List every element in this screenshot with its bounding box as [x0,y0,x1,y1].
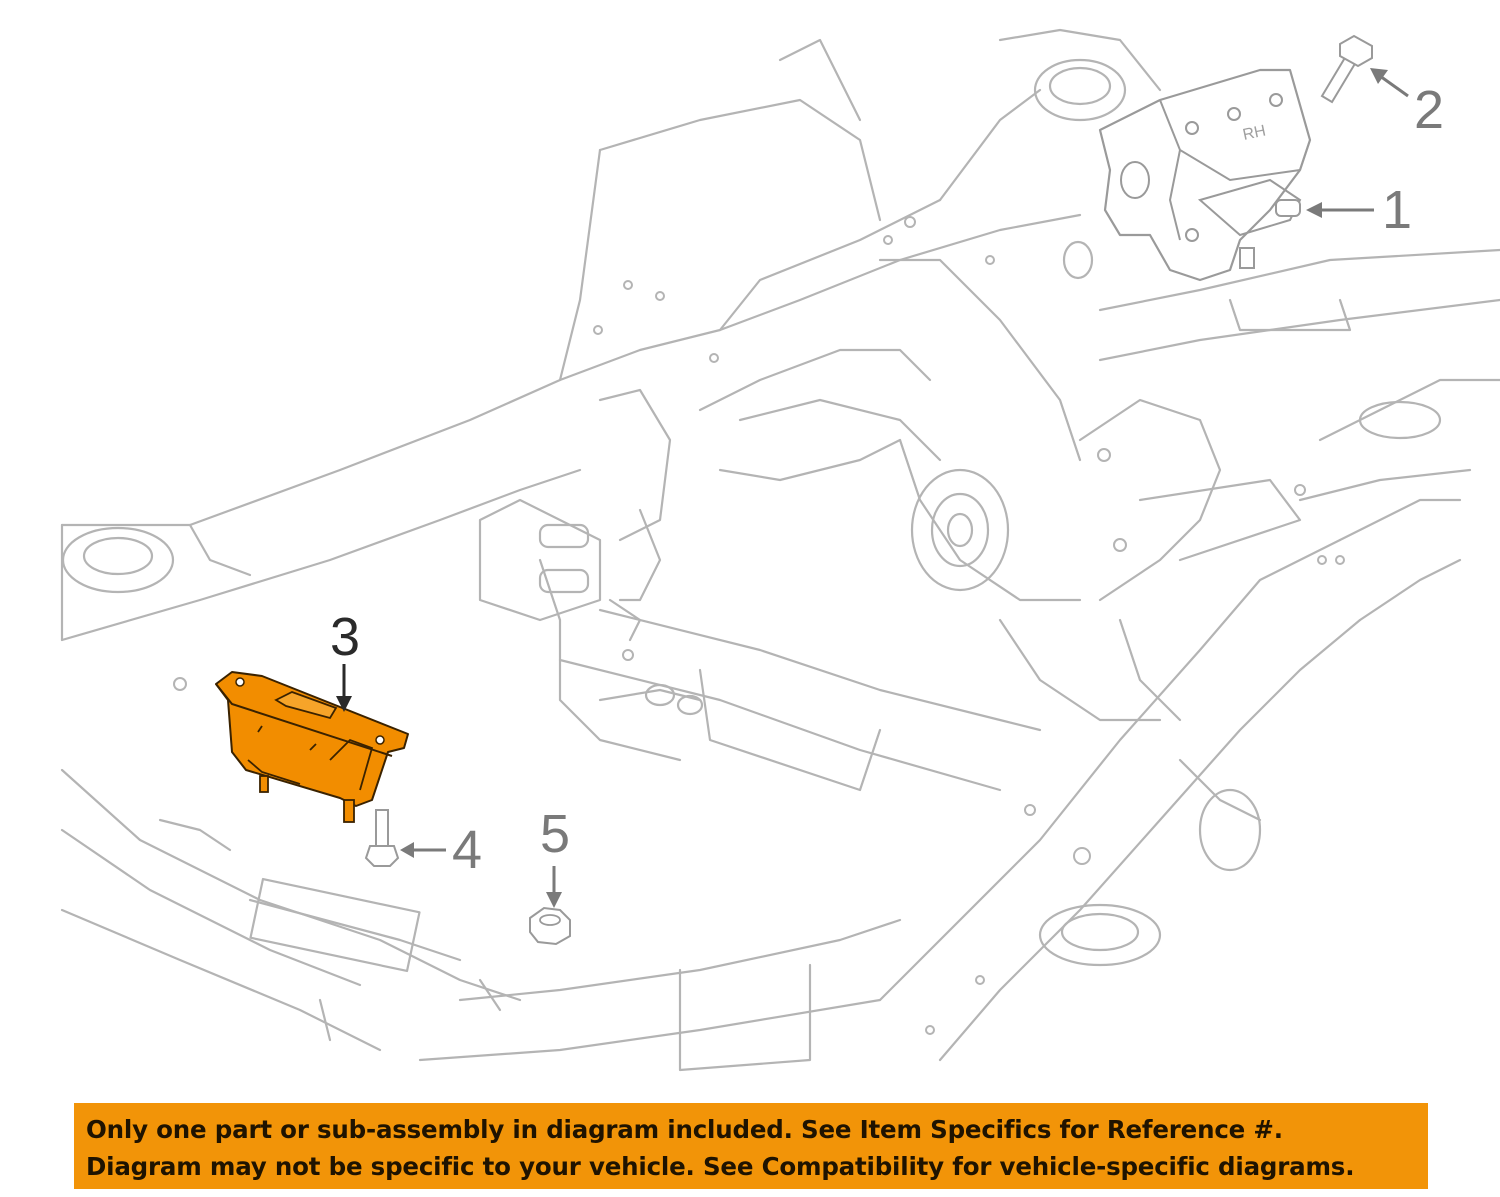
callout-2: 2 [1370,68,1444,140]
transmission-mount-highlighted [215,671,409,823]
callout-number: 2 [1414,80,1444,140]
callout-4: 4 [400,820,482,880]
callout-3: 3 [330,607,360,712]
disclaimer-line-1: Only one part or sub-assembly in diagram… [86,1115,1283,1144]
disclaimer-line-2: Diagram may not be specific to your vehi… [86,1152,1355,1181]
nut-part-5 [529,906,571,946]
callout-number: 5 [540,804,570,864]
frame-holes [173,216,1345,1035]
bolt-part-2 [1320,34,1373,104]
bolt-part-4 [364,809,400,867]
callout-1: 1 [1306,180,1412,240]
callout-number: 3 [330,607,360,667]
callout-number: 4 [452,820,482,880]
callout-number: 1 [1382,180,1412,240]
callout-5: 5 [540,804,570,908]
vehicle-frame-drawing [60,28,1500,1072]
disclaimer-banner: Only one part or sub-assembly in diagram… [74,1103,1428,1189]
mount-marking: RH [1241,122,1267,143]
engine-mount-rh: RH [1098,68,1312,282]
parts-diagram: RH 1 2 3 [60,28,1500,1072]
